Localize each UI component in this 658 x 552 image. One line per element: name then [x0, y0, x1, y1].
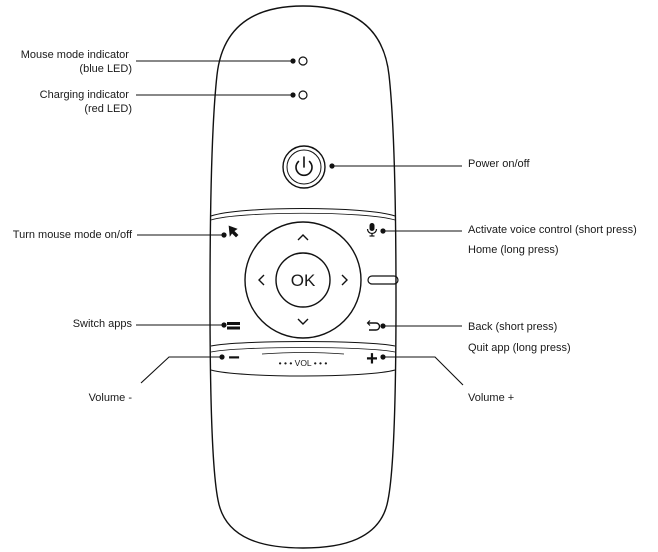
arrow-right-icon[interactable] [341, 274, 348, 286]
volume-strip-mid [261, 352, 345, 355]
leader-dot-power [329, 163, 335, 169]
upper-seam-inner [210, 212, 396, 221]
leader-dot-switch-apps [221, 322, 227, 328]
mouse-mode-led [298, 56, 308, 66]
label-volume-down: Volume - [89, 392, 133, 404]
power-button[interactable] [282, 145, 326, 189]
label-back: Back (short press) Quit app (long press) [468, 321, 571, 354]
upper-seam [210, 208, 396, 217]
leader-dot-mouse-mode-indicator [290, 58, 296, 64]
back-icon[interactable] [366, 320, 381, 331]
leader-dot-volume-down [219, 354, 225, 360]
label-switch-apps: Switch apps [73, 318, 133, 330]
leader-dot-charging-indicator [290, 92, 296, 98]
leader-volume-down [140, 356, 222, 384]
label-charging-indicator: Charging indicator (red LED) [40, 89, 132, 115]
vol-label: • • • VOL • • • [279, 358, 328, 368]
dpad: OK [244, 221, 362, 339]
remote-body [209, 5, 397, 549]
label-voice: Activate voice control (short press) Hom… [468, 224, 640, 256]
volume-minus-icon[interactable]: − [228, 347, 240, 369]
arrow-up-icon[interactable] [297, 234, 309, 241]
leader-volume-up [383, 356, 464, 386]
volume-plus-icon[interactable]: + [366, 348, 378, 370]
microphone-icon[interactable] [366, 223, 378, 237]
dpad-ring[interactable] [244, 221, 362, 339]
volume-strip-top [210, 347, 396, 353]
leader-dot-back [380, 323, 386, 329]
label-volume-up: Volume + [468, 392, 514, 404]
label-mouse-mode-indicator: Mouse mode indicator (blue LED) [21, 49, 132, 75]
charging-led [298, 90, 308, 100]
side-slot [367, 275, 399, 285]
label-power: Power on/off [468, 158, 531, 170]
arrow-down-icon[interactable] [297, 318, 309, 325]
label-mouse-toggle: Turn mouse mode on/off [13, 229, 133, 241]
mouse-cursor-icon[interactable] [228, 225, 239, 238]
leader-dot-voice [380, 228, 386, 234]
leader-dot-mouse-toggle [221, 232, 227, 238]
ok-label: OK [291, 271, 316, 290]
leader-dot-volume-up [380, 354, 386, 360]
switch-apps-icon[interactable] [227, 322, 240, 330]
lower-seam [210, 341, 396, 347]
ok-button[interactable]: OK [275, 252, 331, 308]
arrow-left-icon[interactable] [258, 274, 265, 286]
volume-strip-bottom [210, 369, 396, 377]
power-icon [295, 156, 313, 177]
